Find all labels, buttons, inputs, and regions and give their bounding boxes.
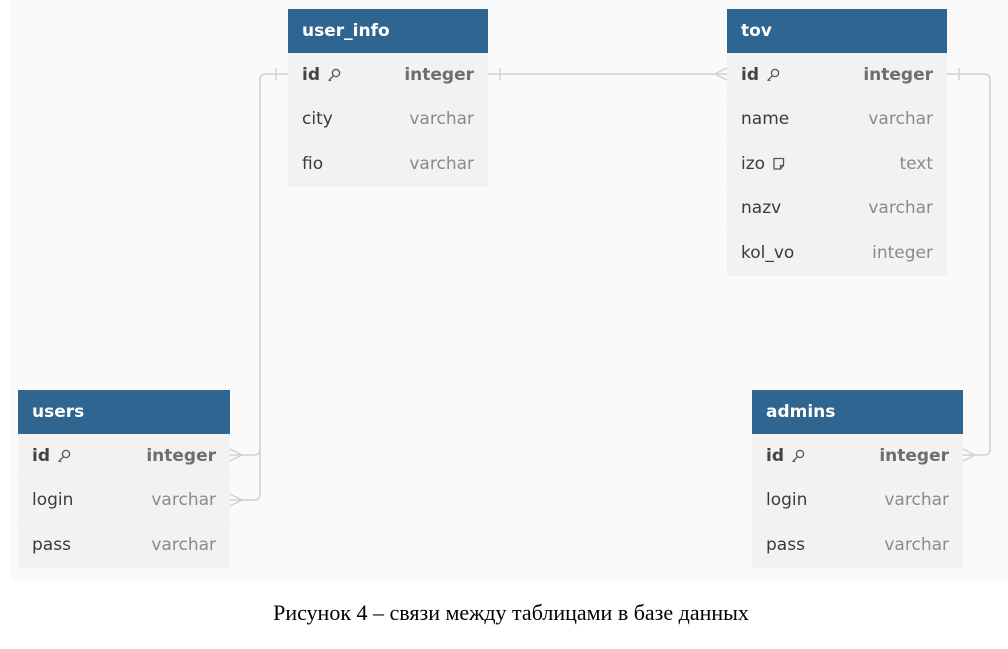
table-header[interactable]: admins — [752, 390, 963, 434]
table-users[interactable]: users id integer login varchar pass varc… — [18, 390, 230, 568]
field-type: integer — [404, 64, 474, 85]
table-header[interactable]: user_info — [288, 9, 488, 53]
field-name: login — [32, 490, 74, 511]
field-type: varchar — [868, 109, 933, 130]
field-name: id — [302, 64, 320, 85]
key-icon — [790, 448, 806, 464]
field-row[interactable]: login varchar — [752, 479, 963, 523]
field-type: integer — [879, 445, 949, 466]
many-marker-tov — [713, 67, 728, 81]
field-type: varchar — [409, 154, 474, 175]
field-row[interactable]: login varchar — [18, 479, 230, 523]
field-name: pass — [766, 535, 805, 556]
field-type: varchar — [868, 198, 933, 219]
field-name: kol_vo — [741, 243, 795, 264]
field-row[interactable]: kol_vo integer — [727, 231, 947, 276]
field-row[interactable]: pass varchar — [752, 523, 963, 568]
figure-caption: Рисунок 4 – связи между таблицами в базе… — [273, 600, 749, 625]
key-icon — [765, 67, 781, 83]
field-name: id — [766, 445, 784, 466]
field-name: id — [741, 64, 759, 85]
field-row[interactable]: city varchar — [288, 98, 488, 142]
key-icon — [56, 448, 72, 464]
field-type: varchar — [884, 490, 949, 511]
field-type: varchar — [151, 490, 216, 511]
field-type: varchar — [151, 535, 216, 556]
table-tov[interactable]: tov id integer name varchar izo text naz… — [727, 9, 947, 276]
field-row[interactable]: name varchar — [727, 98, 947, 142]
field-row[interactable]: id integer — [18, 434, 230, 479]
field-row[interactable]: izo text — [727, 142, 947, 187]
field-name: city — [302, 109, 333, 130]
field-row[interactable]: id integer — [727, 53, 947, 98]
field-type: integer — [146, 445, 216, 466]
field-name: fio — [302, 154, 324, 175]
field-name: izo — [741, 153, 766, 174]
field-row[interactable]: id integer — [752, 434, 963, 479]
field-type: integer — [872, 243, 933, 264]
link-user-info-users-login — [230, 449, 261, 501]
many-marker-admins — [962, 448, 977, 462]
field-row[interactable]: nazv varchar — [727, 187, 947, 231]
field-name: pass — [32, 535, 71, 556]
note-icon — [771, 156, 787, 172]
table-header[interactable]: users — [18, 390, 230, 434]
field-row[interactable]: pass varchar — [18, 523, 230, 568]
field-row[interactable]: fio varchar — [288, 142, 488, 187]
field-name: id — [32, 445, 50, 466]
table-header[interactable]: tov — [727, 9, 947, 53]
field-type: varchar — [409, 109, 474, 130]
field-type: integer — [863, 64, 933, 85]
link-user-info-users — [230, 73, 288, 456]
field-name: name — [741, 109, 790, 130]
table-admins[interactable]: admins id integer login varchar pass var… — [752, 390, 963, 568]
field-row[interactable]: id integer — [288, 53, 488, 98]
field-type: text — [899, 153, 933, 174]
key-icon — [326, 67, 342, 83]
field-type: varchar — [884, 535, 949, 556]
field-name: nazv — [741, 198, 782, 219]
field-name: login — [766, 490, 808, 511]
link-tov-admins — [947, 73, 991, 456]
many-marker-users-login — [229, 493, 244, 507]
table-user-info[interactable]: user_info id integer city varchar fio va… — [288, 9, 488, 187]
many-marker-users-id — [229, 448, 244, 462]
